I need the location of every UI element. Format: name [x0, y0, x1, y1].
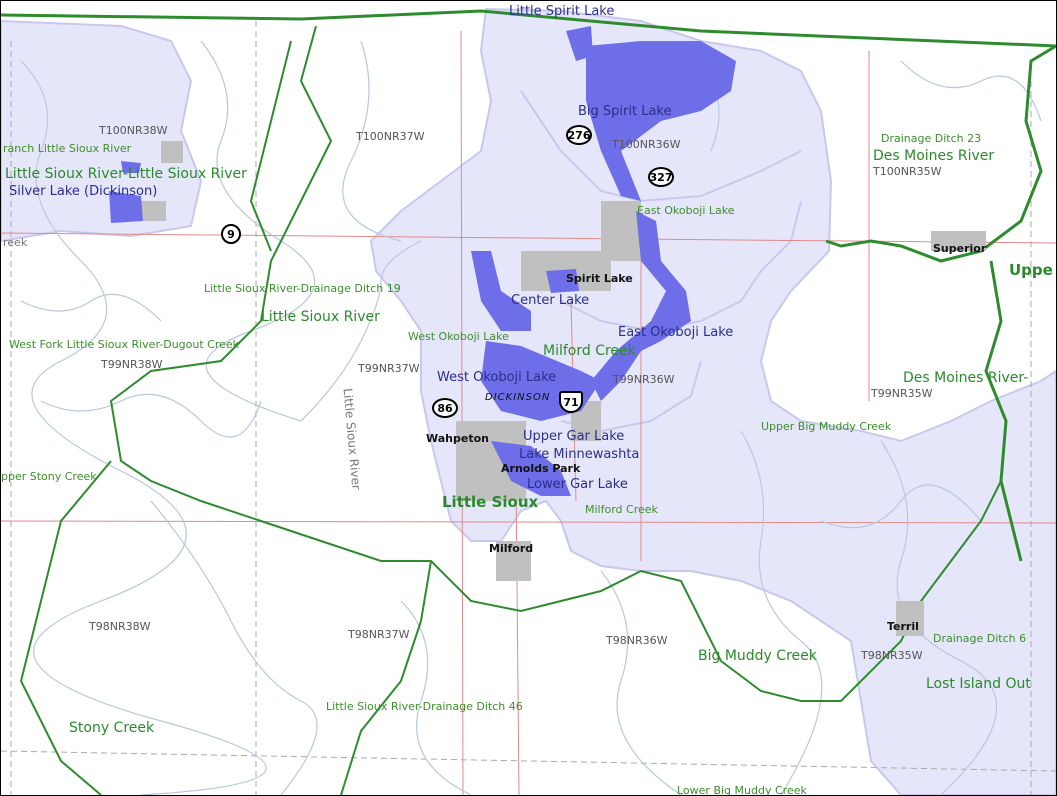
label-west-okoboji-lake-south: West Okoboji Lake — [437, 370, 557, 385]
label-lower-gar-lake: Lower Gar Lake — [527, 477, 628, 492]
highway-9-shield[interactable]: 9 — [221, 224, 241, 244]
label-des-moines-river: Des Moines River — [873, 148, 995, 164]
label-little-sioux-river: Little Sioux River — [261, 309, 380, 325]
label-east-okoboji-lake-north: East Okoboji Lake — [637, 204, 735, 217]
label-t99nr35w: T99NR35W — [871, 387, 933, 400]
small-lake-west-shape — [121, 161, 141, 173]
label-creek-edge: reek — [3, 236, 28, 249]
watershed-area-west — [1, 19, 203, 243]
label-lake-minnewashta: Lake Minnewashta — [519, 447, 640, 462]
label-t100nr38w: T100NR38W — [99, 124, 168, 137]
highway-276-shield[interactable]: 276 — [566, 125, 592, 145]
label-big-muddy-creek: Big Muddy Creek — [698, 648, 817, 664]
little-spirit-lake-shape — [566, 26, 593, 61]
label-branch-little-sioux: ranch Little Sioux River — [3, 142, 132, 155]
label-little-spirit-lake: Little Spirit Lake — [509, 4, 615, 19]
label-milford-creek-north: Milford Creek — [543, 343, 636, 359]
label-drainage-ditch-46: Little Sioux River-Drainage Ditch 46 — [326, 700, 523, 713]
label-lower-big-muddy-creek: Lower Big Muddy Creek — [677, 784, 807, 796]
label-upper-edge: Uppe — [1009, 261, 1053, 279]
label-little-sioux-little-sioux: Little Sioux River-Little Sioux River — [5, 166, 247, 182]
label-city-spirit-lake: Spirit Lake — [566, 272, 633, 285]
label-little-sioux-basin: Little Sioux — [442, 493, 539, 511]
label-upper-stony-creek: pper Stony Creek — [1, 470, 97, 483]
label-upper-big-muddy-creek: Upper Big Muddy Creek — [761, 420, 892, 433]
label-t100nr37w: T100NR37W — [356, 130, 425, 143]
silver-lake-shape — [109, 191, 143, 223]
label-lost-island: Lost Island Out — [926, 676, 1031, 692]
label-t98nr37w: T98NR37W — [348, 628, 410, 641]
label-t99nr37w: T99NR37W — [358, 362, 420, 375]
big-spirit-lake-shape — [586, 41, 736, 201]
watershed-inner-boundary — [560, 200, 802, 333]
us-71-shield[interactable]: 71 — [559, 391, 583, 413]
label-t100nr36w: T100NR36W — [612, 138, 681, 151]
label-milford-creek-south: Milford Creek — [585, 503, 658, 516]
watershed-area-east — [369, 7, 1056, 795]
label-big-spirit-lake: Big Spirit Lake — [578, 104, 672, 119]
label-t98nr38w: T98NR38W — [89, 620, 151, 633]
label-county-dickinson: DICKINSON — [485, 392, 551, 403]
highway-86-shield[interactable]: 86 — [432, 398, 458, 418]
label-stony-creek: Stony Creek — [69, 720, 155, 736]
label-city-wahpeton: Wahpeton — [426, 432, 489, 445]
label-t98nr36w: T98NR36W — [606, 634, 668, 647]
township-grid — [1, 21, 1056, 795]
label-t98nr35w: T98NR35W — [861, 649, 923, 662]
label-city-arnolds-park: Arnolds Park — [501, 462, 581, 475]
west-okoboji-shape — [471, 251, 531, 331]
label-east-okoboji-lake-south: East Okoboji Lake — [618, 325, 734, 340]
label-des-moines-river-east: Des Moines River- — [903, 370, 1029, 386]
label-west-fork: West Fork Little Sioux River-Dugout Cree… — [9, 338, 240, 351]
east-okoboji-shape — [591, 211, 691, 401]
label-drainage-ditch-6: Drainage Ditch 6 — [933, 632, 1027, 645]
gar-lakes-shape — [491, 441, 571, 496]
label-t99nr38w: T99NR38W — [101, 358, 163, 371]
huc-subboundaries — [19, 25, 1002, 795]
label-drainage-ditch-23: Drainage Ditch 23 — [881, 132, 982, 145]
label-city-terril: Terril — [887, 620, 919, 633]
label-center-lake: Center Lake — [511, 293, 590, 308]
lakes — [109, 26, 736, 496]
center-lake-shape — [546, 269, 579, 293]
label-t99nr36w: T99NR36W — [613, 373, 675, 386]
highway-327-shield[interactable]: 327 — [648, 167, 674, 187]
label-upper-gar-lake: Upper Gar Lake — [523, 429, 625, 444]
label-west-okoboji-lake-north: West Okoboji Lake — [408, 330, 509, 343]
label-city-milford: Milford — [489, 542, 534, 555]
label-drainage-ditch-19: Little Sioux River-Drainage Ditch 19 — [204, 282, 401, 295]
label-silver-lake: Silver Lake (Dickinson) — [9, 184, 158, 199]
label-city-superior: Superior — [933, 242, 987, 255]
label-t100nr35w: T100NR35W — [873, 165, 942, 178]
